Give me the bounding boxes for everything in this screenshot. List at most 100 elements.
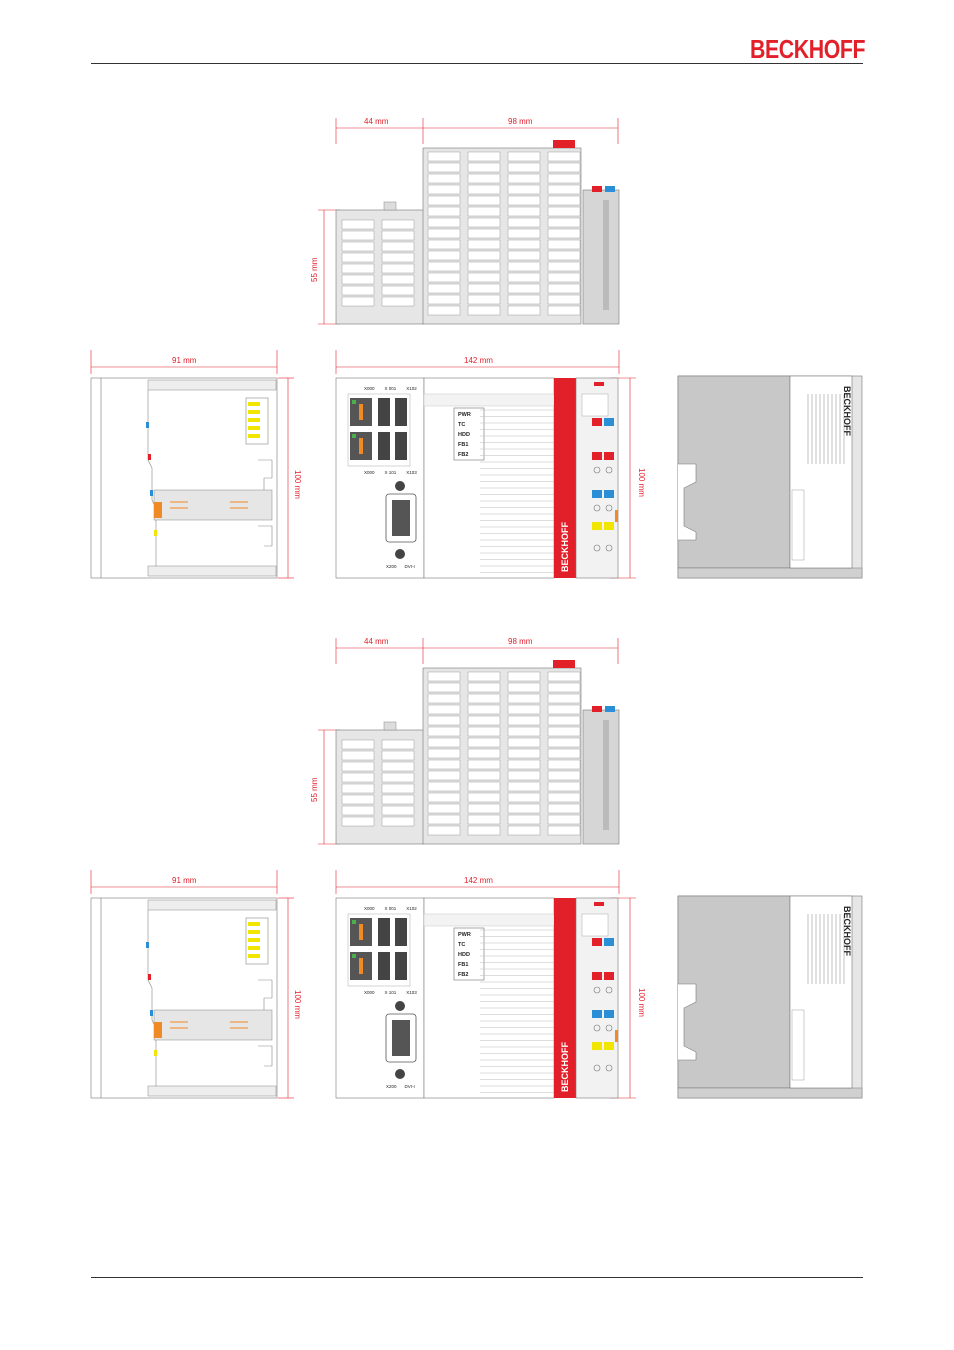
footer-rule — [91, 1277, 863, 1278]
terminal-slot — [427, 162, 461, 173]
terminal-slot — [341, 241, 375, 252]
terminal-slot — [507, 803, 541, 814]
terminal-slot — [341, 274, 375, 285]
terminal-slot — [507, 173, 541, 184]
top-view: 44 mm 98 mm 55 mm — [300, 110, 640, 350]
led-labels: PWR TC HDD FB1 FB2 — [458, 930, 471, 980]
terminal-slot — [427, 814, 461, 825]
terminal-slot — [547, 272, 581, 283]
port-label: X 101 — [384, 470, 397, 475]
terminal-slot — [547, 792, 581, 803]
terminal-slot — [467, 261, 501, 272]
terminal-slot — [507, 272, 541, 283]
terminal-slot — [547, 737, 581, 748]
terminal-slot — [467, 162, 501, 173]
terminal-slot — [467, 283, 501, 294]
terminal-slot — [547, 682, 581, 693]
terminal-slot — [381, 241, 415, 252]
terminal-slot — [547, 759, 581, 770]
terminal-slot — [507, 671, 541, 682]
terminal-slot — [507, 228, 541, 239]
dim-top-height: 55 mm — [310, 257, 319, 282]
brand-logo: BECKHOFF — [750, 34, 866, 64]
terminal-slot — [547, 151, 581, 162]
terminal-slot — [507, 792, 541, 803]
port-label: X103 — [406, 470, 417, 475]
terminal-slot — [427, 770, 461, 781]
port-label: X102 — [406, 386, 417, 391]
terminal-slot — [467, 184, 501, 195]
terminal-slot — [547, 748, 581, 759]
terminal-slot — [547, 715, 581, 726]
terminal-slot — [341, 263, 375, 274]
port-label: X 001 — [384, 906, 397, 911]
terminal-slot — [427, 704, 461, 715]
port-label: X000 — [364, 990, 375, 995]
terminal-slot — [467, 294, 501, 305]
terminal-slot — [381, 274, 415, 285]
terminal-slot — [341, 230, 375, 241]
dim-side-height: 100 mm — [293, 470, 302, 499]
led-label-fb2: FB2 — [458, 452, 469, 458]
terminal-slot — [467, 671, 501, 682]
figure-set-2: 44 mm 98 mm 55 mm — [0, 520, 954, 1120]
terminal-slot — [467, 151, 501, 162]
port-labels-bottom: X200 DVI-I — [386, 564, 415, 569]
terminal-slot — [381, 263, 415, 274]
port-labels-mid: X000 X 101 X103 — [364, 990, 417, 995]
terminal-slot — [547, 228, 581, 239]
terminal-slot — [467, 206, 501, 217]
terminal-slot — [341, 761, 375, 772]
dim-side-width: 91 mm — [172, 876, 197, 885]
terminal-slot — [507, 825, 541, 836]
dim-front-width: 142 mm — [464, 356, 493, 365]
terminal-slot — [507, 726, 541, 737]
front-view: 142 mm 100 mm X000 X 001 X102 X000 X 101… — [330, 870, 650, 1110]
port-label: X000 — [364, 906, 375, 911]
terminal-slot — [547, 305, 581, 316]
front-view-drawing — [335, 350, 636, 579]
terminal-slot — [507, 151, 541, 162]
terminal-slot — [467, 693, 501, 704]
terminal-slot — [427, 759, 461, 770]
port-label: X000 — [364, 386, 375, 391]
terminal-slot — [341, 816, 375, 827]
led-label-hdd: HDD — [458, 952, 470, 958]
terminal-slot — [467, 737, 501, 748]
terminal-slot — [427, 671, 461, 682]
terminal-slot — [427, 294, 461, 305]
terminal-slot — [467, 825, 501, 836]
port-labels-bottom: X200 DVI-I — [386, 1084, 415, 1089]
dim-right-width: 98 mm — [508, 637, 533, 646]
terminal-slot — [467, 814, 501, 825]
port-labels-mid: X000 X 101 X103 — [364, 470, 417, 475]
terminal-slot — [427, 792, 461, 803]
terminal-slot — [381, 750, 415, 761]
terminal-slot — [427, 305, 461, 316]
terminal-slot — [507, 693, 541, 704]
label-view-drawing — [677, 895, 863, 1099]
dim-left-width: 44 mm — [364, 637, 389, 646]
terminal-slot — [507, 682, 541, 693]
terminal-slot — [507, 283, 541, 294]
port-label: DVI-I — [404, 564, 415, 569]
terminal-slot — [547, 770, 581, 781]
terminal-slot — [427, 173, 461, 184]
terminal-slot — [507, 261, 541, 272]
terminal-slot — [507, 294, 541, 305]
stripe-brand: BECKHOFF — [560, 1042, 570, 1092]
terminal-slot — [381, 252, 415, 263]
port-label: X 101 — [384, 990, 397, 995]
terminal-slot — [507, 206, 541, 217]
top-view-drawing — [318, 118, 620, 325]
terminal-slot — [427, 250, 461, 261]
led-label-tc: TC — [458, 422, 466, 428]
port-label: DVI-I — [404, 1084, 415, 1089]
terminal-slot — [507, 217, 541, 228]
terminal-slot — [381, 816, 415, 827]
terminal-slot — [467, 250, 501, 261]
terminal-slot — [467, 726, 501, 737]
terminal-slot — [547, 726, 581, 737]
terminal-slot — [507, 162, 541, 173]
terminal-slot — [381, 761, 415, 772]
